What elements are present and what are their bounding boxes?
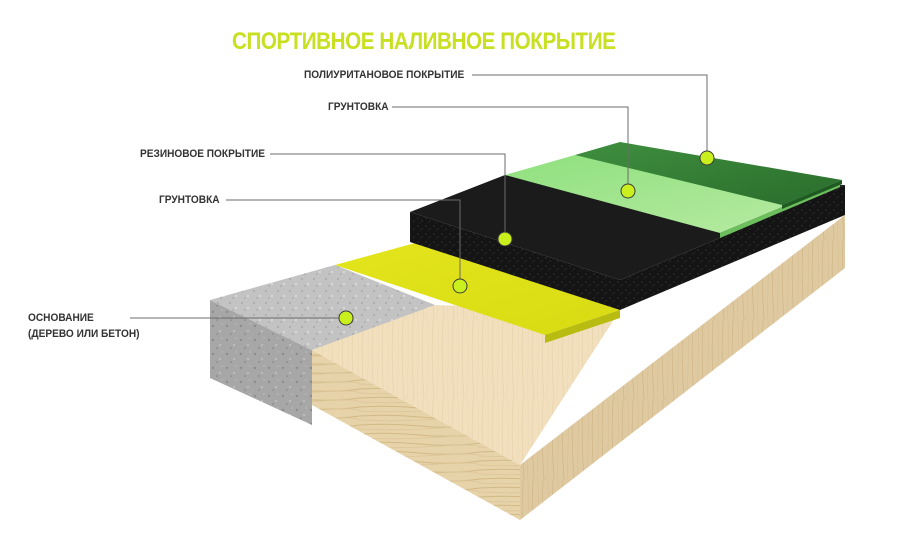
leader-lines <box>130 74 708 319</box>
marker-dot-primer-top <box>620 183 636 199</box>
label-primer-top: ГРУНТОВКА <box>328 101 389 113</box>
marker-dot-polyurethane <box>699 150 715 166</box>
leader-polyurethane <box>472 74 708 157</box>
polyurethane-layer <box>575 142 842 205</box>
leader-primer-bottom <box>226 199 461 285</box>
label-rubber-coating: РЕЗИНОВОЕ ПОКРЫТИЕ <box>140 148 265 160</box>
marker-dot-primer-bottom <box>452 278 468 294</box>
diagram-title: СПОРТИВНОЕ НАЛИВНОЕ ПОКРЫТИЕ <box>232 28 616 55</box>
label-polyurethane-coating: ПОЛИУРИТАНОВОЕ ПОКРЫТИЕ <box>304 69 465 81</box>
concrete-top-face <box>210 265 435 350</box>
primer-bottom-layer <box>335 243 620 335</box>
label-base-material: (ДЕРЕВО ИЛИ БЕТОН) <box>28 328 140 340</box>
label-primer-bottom: ГРУНТОВКА <box>159 194 220 206</box>
wood-front-face <box>312 350 520 520</box>
leader-rubber <box>270 153 506 238</box>
marker-dot-base <box>338 310 354 326</box>
marker-dot-rubber <box>497 231 513 247</box>
rubber-side-face <box>620 185 845 310</box>
rubber-front-face <box>410 212 620 310</box>
label-base-title: ОСНОВАНИЕ <box>28 312 94 324</box>
layer-markers <box>338 150 715 326</box>
leader-primer-top <box>392 106 629 190</box>
concrete-front-face <box>210 300 312 425</box>
wood-side-face <box>520 215 845 520</box>
